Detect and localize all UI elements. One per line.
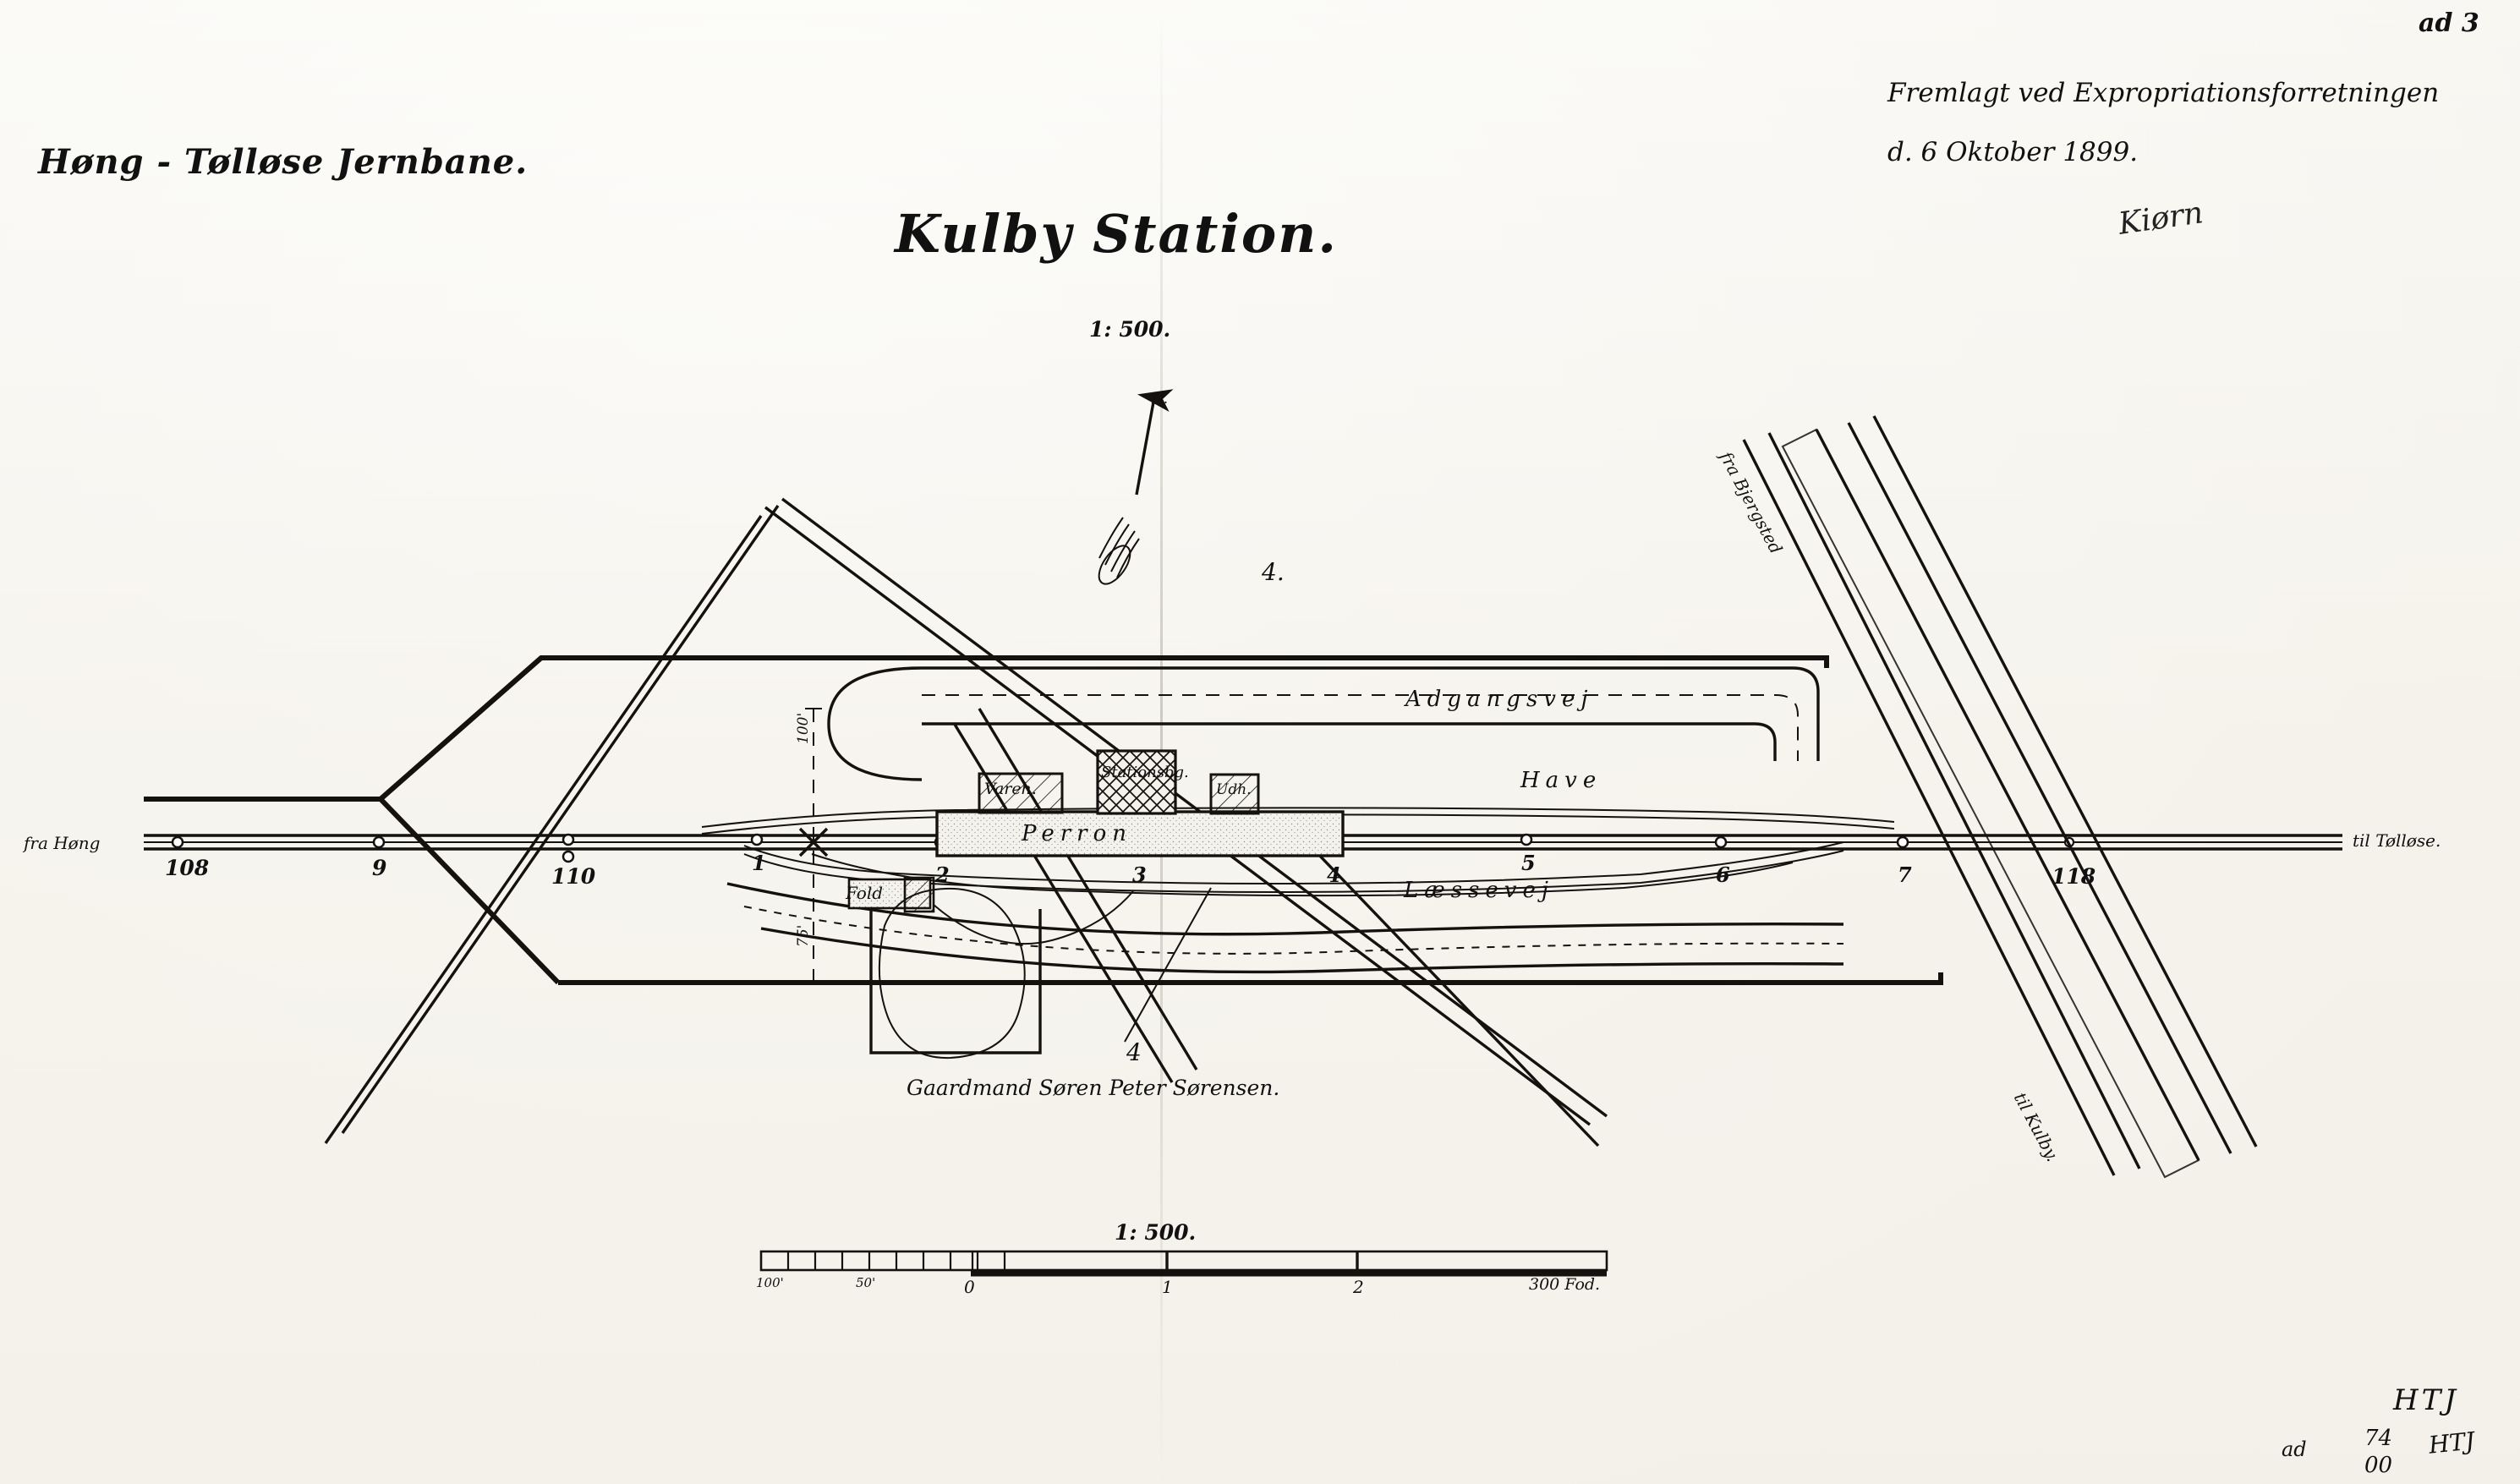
fold-label: Fold <box>846 883 884 903</box>
switch-number: 6 <box>1716 862 1730 887</box>
building-label-vareh: Vareh. <box>984 780 1037 798</box>
title-scale: 1: 500. <box>1089 317 1171 342</box>
line-end-right: til Tølløse. <box>2353 830 2441 851</box>
garden-label: Have <box>1520 768 1602 793</box>
paper-fold-crease <box>1160 0 1163 1484</box>
building-stationsbg <box>1096 749 1177 815</box>
platform-label: Perron <box>1022 821 1132 846</box>
station-title: Kulby Station. <box>895 203 1338 265</box>
scalebar-title: 1: 500. <box>1115 1220 1197 1245</box>
scalebar-tick-0: 0 <box>964 1277 975 1297</box>
building-label-udh: Udh. <box>1216 781 1252 798</box>
north-arrow <box>1098 389 1174 585</box>
owner-leader-line <box>1124 887 1212 1043</box>
switch-number: 5 <box>1521 851 1536 875</box>
chainage-marker: 108 <box>165 856 210 880</box>
siding-tracks <box>701 807 1895 897</box>
sheet-corner-mark: ad 3 <box>2419 8 2479 38</box>
platform <box>935 810 1345 857</box>
dimension-lower: 75' <box>795 924 812 947</box>
access-road <box>827 666 1820 781</box>
approval-note-line1: Fremlagt ved Expropriationsforretningen <box>1887 78 2440 108</box>
archive-numerator: 74 <box>2364 1426 2393 1451</box>
archive-initials: HTJ <box>2393 1383 2459 1417</box>
switch-number: 7 <box>1898 862 1912 887</box>
plot-number-upper: 4. <box>1262 558 1285 586</box>
switch-number: 4 <box>1327 862 1341 887</box>
farmstead <box>847 876 1134 1060</box>
scalebar-end-label: 300 Fod. <box>1529 1275 1601 1294</box>
scale-bar <box>759 1250 1608 1277</box>
scalebar-tick-100: 100' <box>756 1275 784 1290</box>
chainage-marker: 110 <box>551 864 596 889</box>
chainage-marker: 118 <box>2052 864 2096 889</box>
line-end-left: fra Høng <box>24 833 101 853</box>
north-label: N. <box>1152 391 1169 408</box>
dimension-line <box>798 708 829 982</box>
property-boundary <box>144 655 1943 985</box>
switch-number: 1 <box>752 851 766 875</box>
approval-note-line2: d. 6 Oktober 1899. <box>1887 137 2139 167</box>
building-label-stationsbg: Stationsbg. <box>1101 764 1189 781</box>
archive-ad: ad <box>2282 1437 2307 1461</box>
dimension-upper: 100' <box>795 712 812 744</box>
branch-railway-bjergsted-kulby <box>1742 415 2258 1179</box>
archive-denominator: 00 <box>2364 1453 2393 1478</box>
loading-road <box>726 882 1844 974</box>
scalebar-tick-50: 50' <box>856 1275 876 1290</box>
archive-signature: HTJ <box>2427 1427 2476 1459</box>
access-road-label: Adgangsvej <box>1405 687 1594 712</box>
owner-name: Gaardmand Søren Peter Sørensen. <box>907 1076 1280 1100</box>
building-vareh <box>978 772 1064 814</box>
loading-road-label: Læssevej <box>1404 878 1554 903</box>
switch-number: 3 <box>1132 862 1147 887</box>
railway-title: Høng - Tølløse Jernbane. <box>38 142 529 182</box>
switch-number: 2 <box>935 862 950 887</box>
building-udh <box>1209 773 1260 815</box>
owner-parcel-number: 4 <box>1126 1038 1142 1066</box>
scalebar-tick-1: 1 <box>1162 1277 1173 1297</box>
chainage-marker: 9 <box>372 856 387 880</box>
scalebar-tick-2: 2 <box>1353 1277 1364 1297</box>
